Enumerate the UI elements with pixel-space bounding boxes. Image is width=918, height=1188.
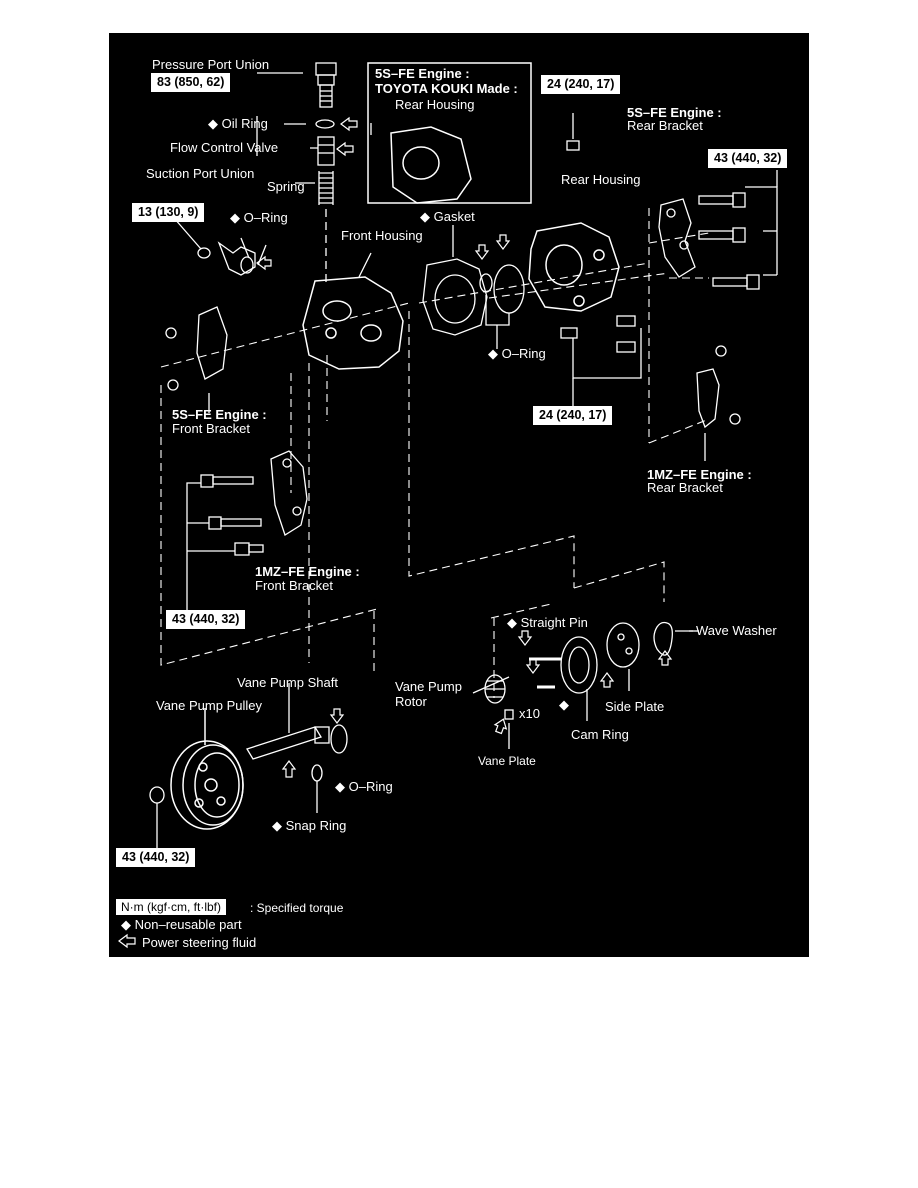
exploded-diagram-panel: Pressure Port Union 83 (850, 62) 5S–FE E… (109, 33, 809, 957)
rear-housing-bottom-bolts-part (560, 315, 642, 408)
label-diamond-pin: ◆ (559, 697, 569, 712)
label-gasket: ◆ Gasket (420, 209, 475, 224)
fluid-arrow-shaft-icon (281, 760, 297, 778)
legend-torque-unit: N·m (kgf·cm, ft·lbf) (116, 899, 226, 915)
rear-bracket-bolts-part (698, 170, 778, 290)
pressure-port-union-part (315, 62, 337, 108)
vane-pump-rotor-part (484, 674, 514, 749)
label-vane-pump-pulley: Vane Pump Pulley (156, 698, 262, 713)
label-rear-bracket-5s-line1: 5S–FE Engine : (627, 105, 722, 120)
label-front-bracket-5s-line1: 5S–FE Engine : (172, 407, 267, 422)
rear-housing-part (528, 222, 620, 312)
torque-front-bracket-bolts: 43 (440, 32) (166, 610, 246, 629)
label-front-housing: Front Housing (341, 228, 423, 243)
legend-fluid: Power steering fluid (142, 935, 257, 950)
label-kouki-line1: 5S–FE Engine : (375, 66, 470, 81)
front-bracket-bolts-part (186, 474, 264, 611)
diagram-drawing (118, 62, 778, 949)
label-flow-control-valve: Flow Control Valve (170, 140, 279, 155)
fluid-arrow-vane-icon (493, 718, 508, 735)
fluid-arrow-shaft-o-ring-icon (329, 708, 345, 724)
fluid-arrows (118, 116, 673, 949)
fluid-arrow-pin-upper-icon (517, 630, 533, 646)
label-wave-washer: Wave Washer (696, 623, 777, 638)
kouki-rear-housing-part (390, 126, 472, 204)
label-vane-plate: Vane Plate (478, 754, 536, 768)
label-kouki-rear-housing: Rear Housing (395, 97, 475, 112)
wave-washer-part (653, 621, 673, 656)
shaft-o-ring-part (330, 724, 348, 754)
oil-ring-part (315, 119, 335, 129)
legend-non-reusable: ◆ Non–reusable part (121, 917, 242, 932)
label-kouki-line2: TOYOTA KOUKI Made : (375, 81, 518, 96)
fluid-arrow-wave-washer-icon (657, 650, 673, 666)
label-vane-pump-rotor-line1: Vane Pump (395, 679, 462, 694)
gasket-part (422, 258, 488, 336)
legend-torque-desc: : Specified torque (250, 901, 344, 915)
label-o-ring-shaft: ◆ O–Ring (335, 779, 393, 794)
vane-pump-shaft-part (246, 683, 330, 760)
label-o-ring-suction: ◆ O–Ring (230, 210, 288, 225)
label-straight-pin: ◆ Straight Pin (507, 615, 588, 630)
fluid-arrow-suction-icon (256, 255, 272, 271)
rear-bracket-1mz-part (696, 345, 741, 461)
fluid-arrow-pin-lower-icon (525, 658, 541, 674)
torque-rear-bracket-bolts: 43 (440, 32) (708, 149, 788, 168)
label-front-bracket-1mz-line2: Front Bracket (255, 578, 334, 593)
label-front-bracket-5s-line2: Front Bracket (172, 421, 251, 436)
label-suction-port-union: Suction Port Union (146, 166, 255, 181)
label-oil-ring: ◆ Oil Ring (208, 116, 268, 131)
rear-bracket-5s-part (658, 198, 696, 278)
label-rear-bracket-1mz-line2: Rear Bracket (647, 480, 723, 495)
spring-part (318, 171, 334, 205)
torque-rear-housing-bottom: 24 (240, 17) (533, 406, 613, 425)
label-pressure-port-union: Pressure Port Union (152, 57, 270, 72)
label-snap-ring: ◆ Snap Ring (272, 818, 347, 833)
fluid-arrow-valve-icon (336, 141, 354, 157)
cam-ring-part (560, 636, 598, 721)
label-vane-pump-rotor-line2: Rotor (395, 694, 427, 709)
label-vane-pump-shaft: Vane Pump Shaft (237, 675, 338, 690)
torque-pressure-port: 83 (850, 62) (151, 73, 231, 92)
suction-port-union-part (217, 241, 256, 276)
label-rear-housing: Rear Housing (561, 172, 641, 187)
front-housing-part (302, 276, 404, 370)
label-front-bracket-1mz-line1: 1MZ–FE Engine : (255, 564, 360, 579)
suction-bolt-part (197, 247, 211, 259)
fluid-arrow-oil-ring-icon (340, 116, 358, 132)
pulley-nut-part (149, 786, 165, 804)
fluid-arrow-large-o-ring-icon (495, 234, 511, 250)
front-bracket-1mz-part (270, 450, 308, 536)
torque-rear-housing-top: 24 (240, 17) (541, 75, 621, 94)
assembly-lines (160, 208, 710, 698)
rear-housing-top-bolt-part (566, 113, 580, 151)
front-bracket-5s-part (165, 306, 228, 413)
side-plate-part (606, 622, 640, 691)
torque-suction-bolt: 13 (130, 9) (132, 203, 205, 222)
label-rear-bracket-5s-line2: Rear Bracket (627, 118, 703, 133)
label-o-ring-rear: ◆ O–Ring (488, 346, 546, 361)
label-spring: Spring (267, 179, 305, 194)
legend-fluid-arrow-icon (118, 933, 136, 949)
small-o-ring-part (479, 273, 493, 293)
kouki-inset-frame (367, 62, 532, 204)
fluid-arrow-small-o-ring-icon (474, 244, 490, 260)
vane-pump-pulley-part (170, 708, 244, 830)
flow-control-valve-part (317, 136, 335, 166)
label-x10: x10 (519, 706, 540, 721)
label-cam-ring: Cam Ring (571, 727, 629, 742)
snap-ring-part (311, 764, 323, 782)
label-rear-bracket-1mz-line1: 1MZ–FE Engine : (647, 467, 752, 482)
torque-pulley-nut: 43 (440, 32) (116, 848, 196, 867)
label-side-plate: Side Plate (605, 699, 665, 714)
fluid-arrow-side-plate-icon (599, 672, 615, 688)
